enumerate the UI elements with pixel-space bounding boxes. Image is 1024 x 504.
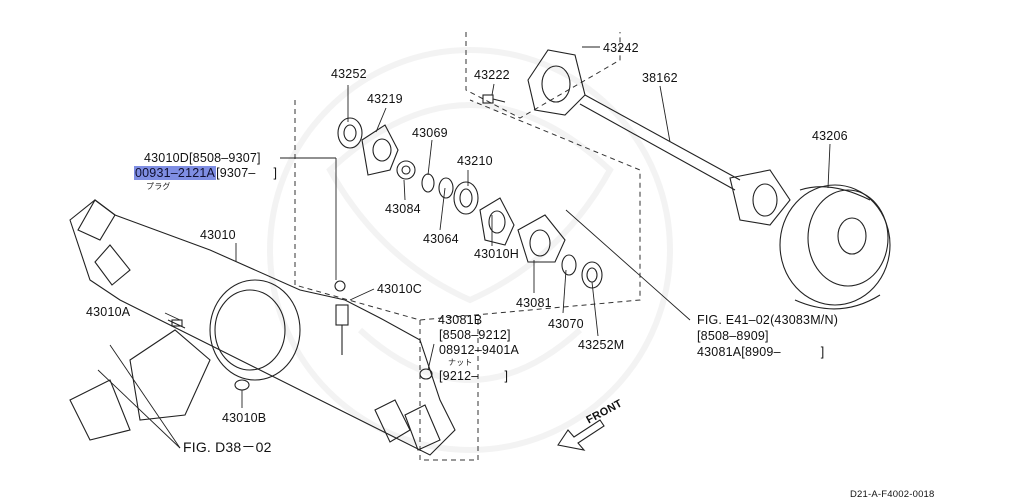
leader-lines xyxy=(97,46,831,449)
label-43252m: 43252M xyxy=(578,338,625,352)
label-fig-e41-02[interactable]: FIG. E41–02(43083M/N) xyxy=(697,313,839,327)
axle-shaft-38162 xyxy=(579,94,791,226)
front-arrow xyxy=(557,419,605,451)
label-43010d-number: 43010D xyxy=(144,151,189,165)
brake-drum-43206 xyxy=(779,184,891,310)
oil-seal-43252 xyxy=(337,117,363,149)
label-43064: 43064 xyxy=(423,232,459,246)
bolt-43222 xyxy=(482,94,506,104)
document-id: D21-A-F4002-0018 xyxy=(850,489,935,500)
label-43252: 43252 xyxy=(331,67,367,81)
label-00931-close: ] xyxy=(273,166,278,180)
o-ring-43070 xyxy=(561,254,577,276)
label-43081a: 43081A[8909–] xyxy=(697,345,824,359)
label-43010d-range: [8508–9307] xyxy=(189,151,261,165)
label-08912-range: [9212–] xyxy=(439,369,508,383)
gasket-43219 xyxy=(361,124,399,176)
label-43084: 43084 xyxy=(385,202,421,216)
dashed-box-flange xyxy=(465,32,621,119)
plug-43010c xyxy=(335,304,349,355)
highlighted-part-number[interactable]: 00931–2121A xyxy=(134,166,217,180)
label-00931-range: [9307– xyxy=(216,166,256,180)
oil-seal-43252m xyxy=(581,261,603,289)
flange-43010h xyxy=(479,197,515,246)
label-08912-range-open: [9212– xyxy=(439,369,479,383)
dashed-box-hub xyxy=(294,99,641,321)
label-fig-d38-02[interactable]: FIG. D38－02 xyxy=(183,439,272,455)
nut-08912 xyxy=(419,368,433,380)
plug-43010b xyxy=(234,379,250,391)
watermark-emblem xyxy=(267,47,673,453)
label-fig-e41-range: [8508–8909] xyxy=(697,329,769,343)
label-43010d: 43010D[8508–9307] xyxy=(144,151,261,165)
label-08912: 08912–9401A xyxy=(439,343,520,357)
label-43081: 43081 xyxy=(516,296,552,310)
label-43081a-open: 43081A[8909– xyxy=(697,345,781,359)
label-43010c: 43010C xyxy=(377,282,422,296)
label-08912-range-close: ] xyxy=(504,369,509,383)
label-08912-note: ナット xyxy=(448,358,473,367)
label-43070: 43070 xyxy=(548,317,584,331)
bearing-43210 xyxy=(453,181,479,215)
label-43081b: 43081B xyxy=(438,313,483,327)
label-00931-2121a: 00931–2121A[9307–] xyxy=(134,166,277,180)
label-38162: 38162 xyxy=(642,71,678,85)
label-43010h: 43010H xyxy=(474,247,519,261)
label-43010a: 43010A xyxy=(86,305,131,319)
label-43010b: 43010B xyxy=(222,411,267,425)
bolt-43010a xyxy=(167,319,186,329)
spacer-43064 xyxy=(438,177,454,199)
label-43010: 43010 xyxy=(200,228,236,242)
label-00931-note: プラグ xyxy=(146,182,171,191)
label-43210: 43210 xyxy=(457,154,493,168)
breather-43010d xyxy=(334,280,346,292)
label-43219: 43219 xyxy=(367,92,403,106)
label-43081a-close: ] xyxy=(820,345,825,359)
housing-43081 xyxy=(517,214,566,263)
label-43081b-range: [8508–9212] xyxy=(439,328,511,342)
label-43222: 43222 xyxy=(474,68,510,82)
label-43069: 43069 xyxy=(412,126,448,140)
snap-ring-43069 xyxy=(421,173,435,193)
label-43242: 43242 xyxy=(603,41,639,55)
label-43206: 43206 xyxy=(812,129,848,143)
lock-washer-43084 xyxy=(396,160,416,180)
